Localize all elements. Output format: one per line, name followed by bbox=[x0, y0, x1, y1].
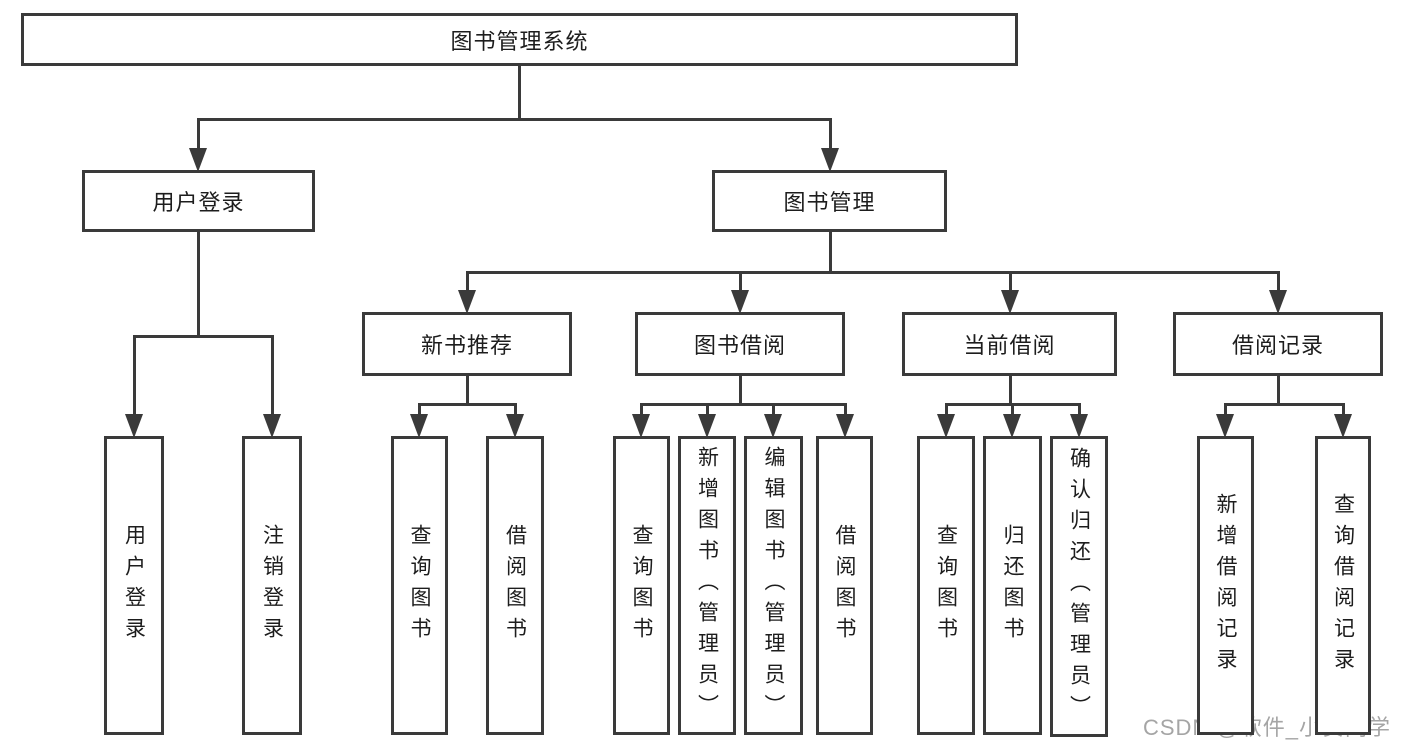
connector-drop bbox=[828, 119, 832, 152]
node-label-leaf-br-add-record: 新增借阅记录 bbox=[1214, 492, 1237, 679]
arrow-down-icon bbox=[189, 148, 207, 172]
connector-drop bbox=[944, 404, 948, 418]
node-label-current-borrowing: 当前借阅 bbox=[963, 333, 1056, 358]
connector-rail bbox=[1223, 402, 1345, 406]
arrow-down-icon bbox=[263, 414, 281, 438]
node-leaf-cb-query-books: 查询图书 bbox=[917, 436, 975, 735]
node-label-leaf-nbr-borrow-books: 借阅图书 bbox=[503, 523, 527, 648]
arrow-down-icon bbox=[506, 414, 524, 438]
connector-drop bbox=[1223, 404, 1227, 418]
connector-drop bbox=[1008, 272, 1012, 294]
node-label-leaf-cb-confirm-return: 确认归还（管理员） bbox=[1067, 447, 1091, 726]
arrow-down-icon bbox=[632, 414, 650, 438]
node-user-login: 用户登录 bbox=[82, 170, 315, 232]
connector-drop bbox=[639, 404, 643, 418]
node-leaf-logout: 注销登录 bbox=[242, 436, 302, 735]
node-label-user-login: 用户登录 bbox=[152, 190, 245, 215]
node-label-borrowing-records: 借阅记录 bbox=[1231, 333, 1324, 358]
node-label-leaf-cb-query-books: 查询图书 bbox=[934, 523, 958, 648]
arrow-down-icon bbox=[1001, 290, 1019, 314]
connector-stem bbox=[465, 376, 469, 406]
connector-rail bbox=[132, 334, 274, 338]
node-leaf-bb-query-books: 查询图书 bbox=[613, 436, 670, 735]
node-label-root: 图书管理系统 bbox=[450, 28, 589, 54]
connector-stem bbox=[517, 66, 521, 120]
node-label-leaf-logout: 注销登录 bbox=[260, 523, 284, 648]
node-label-leaf-nbr-query-books: 查询图书 bbox=[408, 523, 431, 648]
node-leaf-cb-confirm-return: 确认归还（管理员） bbox=[1050, 436, 1108, 737]
node-leaf-bb-borrow-books: 借阅图书 bbox=[816, 436, 873, 735]
arrow-down-icon bbox=[1269, 290, 1287, 314]
connector-drop bbox=[513, 404, 517, 418]
arrow-down-icon bbox=[1216, 414, 1234, 438]
connector-stem bbox=[1008, 376, 1012, 406]
node-label-book-borrowing: 图书借阅 bbox=[693, 333, 786, 358]
arrow-down-icon bbox=[125, 414, 143, 438]
arrow-down-icon bbox=[698, 414, 716, 438]
node-new-book-recommend: 新书推荐 bbox=[362, 312, 572, 376]
node-leaf-user-login: 用户登录 bbox=[104, 436, 164, 735]
node-leaf-nbr-borrow-books: 借阅图书 bbox=[486, 436, 544, 735]
connector-stem bbox=[1276, 376, 1280, 406]
node-label-leaf-bb-edit-books: 编辑图书（管理员） bbox=[762, 446, 785, 725]
node-label-leaf-br-query-record: 查询借阅记录 bbox=[1331, 492, 1355, 679]
arrow-down-icon bbox=[458, 290, 476, 314]
node-leaf-bb-edit-books: 编辑图书（管理员） bbox=[744, 436, 803, 735]
connector-drop bbox=[1341, 404, 1345, 418]
arrow-down-icon bbox=[1334, 414, 1352, 438]
connector-stem bbox=[196, 232, 200, 337]
arrow-down-icon bbox=[1003, 414, 1021, 438]
node-label-leaf-cb-return-books: 归还图书 bbox=[1001, 523, 1024, 648]
connector-drop bbox=[705, 404, 709, 418]
connector-stem bbox=[738, 376, 742, 406]
connector-drop bbox=[270, 336, 274, 418]
node-leaf-cb-return-books: 归还图书 bbox=[983, 436, 1042, 735]
node-label-leaf-user-login: 用户登录 bbox=[122, 523, 146, 648]
arrow-down-icon bbox=[410, 414, 428, 438]
node-book-management: 图书管理 bbox=[712, 170, 947, 232]
node-root: 图书管理系统 bbox=[21, 13, 1018, 66]
connector-drop bbox=[465, 272, 469, 294]
connector-drop bbox=[132, 336, 136, 418]
arrow-down-icon bbox=[731, 290, 749, 314]
arrow-down-icon bbox=[821, 148, 839, 172]
connector-drop bbox=[738, 272, 742, 294]
arrow-down-icon bbox=[937, 414, 955, 438]
connector-drop bbox=[196, 119, 200, 152]
node-label-leaf-bb-borrow-books: 借阅图书 bbox=[833, 523, 856, 648]
connector-drop bbox=[1010, 404, 1014, 418]
connector-rail bbox=[196, 117, 832, 121]
node-leaf-bb-add-books: 新增图书（管理员） bbox=[678, 436, 736, 735]
arrow-down-icon bbox=[764, 414, 782, 438]
arrow-down-icon bbox=[836, 414, 854, 438]
arrow-down-icon bbox=[1070, 414, 1088, 438]
connector-rail bbox=[417, 402, 517, 406]
node-label-book-management: 图书管理 bbox=[783, 190, 876, 215]
connector-drop bbox=[771, 404, 775, 418]
node-leaf-br-query-record: 查询借阅记录 bbox=[1315, 436, 1371, 735]
connector-drop bbox=[1077, 404, 1081, 418]
connector-rail bbox=[465, 270, 1280, 274]
node-book-borrowing: 图书借阅 bbox=[635, 312, 845, 376]
connector-drop bbox=[417, 404, 421, 418]
connector-stem bbox=[828, 232, 832, 274]
node-label-leaf-bb-query-books: 查询图书 bbox=[630, 523, 653, 648]
node-label-new-book-recommend: 新书推荐 bbox=[420, 333, 513, 358]
node-leaf-br-add-record: 新增借阅记录 bbox=[1197, 436, 1254, 735]
node-borrowing-records: 借阅记录 bbox=[1173, 312, 1383, 376]
connector-rail bbox=[639, 402, 847, 406]
node-current-borrowing: 当前借阅 bbox=[902, 312, 1117, 376]
connector-drop bbox=[1276, 272, 1280, 294]
node-leaf-nbr-query-books: 查询图书 bbox=[391, 436, 448, 735]
connector-drop bbox=[843, 404, 847, 418]
node-label-leaf-bb-add-books: 新增图书（管理员） bbox=[695, 446, 719, 725]
